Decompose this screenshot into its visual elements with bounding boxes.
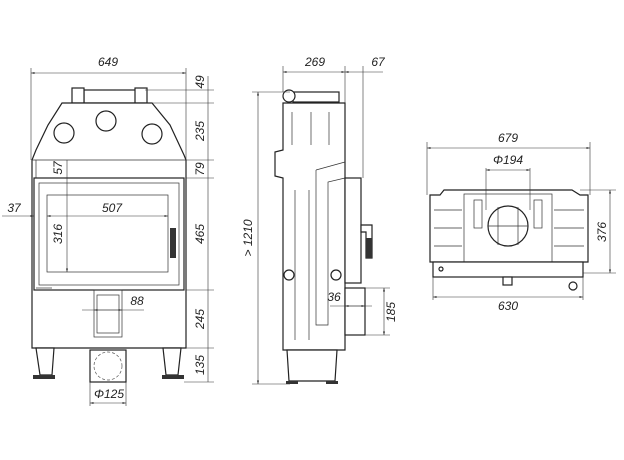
side-body [274,102,346,351]
dim-door-projection: 67 [371,55,386,69]
door-glass [46,194,169,273]
dim-glass-height: 316 [51,224,65,244]
flue-outlet [89,349,127,383]
dim-top-flue-diameter: Φ194 [493,153,523,167]
side-view: 269 67 > 1210 36 185 [241,55,398,385]
dim-air-inlet-height: 185 [384,302,398,322]
side-door-handle [366,238,372,258]
dim-base-width: 630 [498,299,518,313]
convection-outlet [141,123,163,145]
dim-glass-offset-top: 57 [51,160,65,175]
door-frame [33,177,185,291]
dim-gap-height: 79 [193,162,207,176]
door-handle [170,228,176,258]
leg-left [35,347,55,376]
side-top-collar [292,91,340,103]
dim-collar-height: 49 [193,75,207,89]
side-legs [286,349,338,382]
dim-top-width: 679 [498,131,518,145]
dim-top-section-height: 235 [193,121,207,142]
dim-frame-offset: 37 [7,201,22,215]
dim-air-inlet-offset: 36 [327,290,341,304]
dim-side-depth: 269 [304,55,325,69]
convection-outlet [95,110,117,132]
front-view: 649 49 235 79 465 245 135 57 316 37 507 … [2,55,214,406]
convection-outlet [53,122,75,144]
air-inlet [344,287,366,336]
dim-top-depth: 376 [595,222,609,242]
dim-legs-height: 135 [193,355,207,375]
dim-total-height: > 1210 [241,219,255,256]
dim-door-height: 465 [193,224,207,244]
ash-duct [93,289,123,338]
dim-front-width: 649 [98,55,118,69]
dim-flue-diameter: Φ125 [94,387,124,401]
dim-lower-height: 245 [193,309,207,330]
leg-right [162,347,182,376]
dim-ash-duct-width: 88 [130,294,144,308]
top-base-plate [432,261,584,278]
side-door [344,177,362,284]
dim-glass-width: 507 [102,201,123,215]
top-view: 679 Φ194 376 630 [426,131,616,313]
top-collar [83,89,143,104]
top-bracket-left [71,87,85,104]
